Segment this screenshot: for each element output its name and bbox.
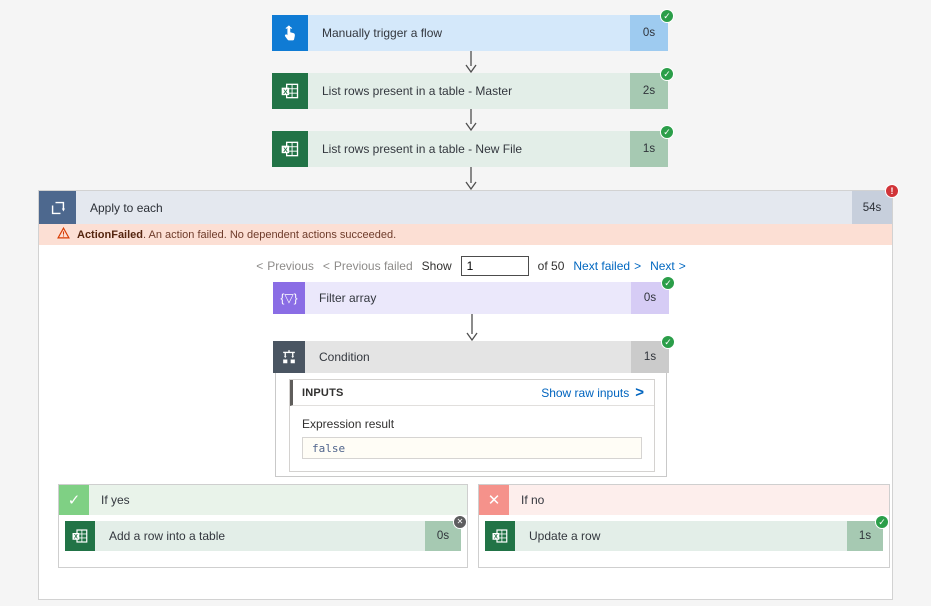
expression-result-label: Expression result: [302, 417, 395, 431]
next-failed-button[interactable]: Next failed >: [573, 259, 642, 273]
if-no-header[interactable]: ✕ If no: [479, 485, 889, 515]
apply-to-each-container: Apply to each 54s ! ActionFailed. An act…: [38, 184, 899, 600]
action-title: List rows present in a table - Master: [308, 73, 630, 109]
error-text: ActionFailed. An action failed. No depen…: [77, 229, 396, 241]
of-total-label: of 50: [537, 259, 565, 273]
chevron-left-icon: <: [322, 259, 330, 273]
condition-icon: [273, 341, 305, 373]
svg-text:X: X: [283, 89, 288, 96]
connector-arrow: [464, 109, 478, 136]
previous-button[interactable]: < Previous: [256, 259, 314, 273]
svg-text:X: X: [494, 534, 498, 540]
svg-text:X: X: [74, 534, 78, 540]
excel-icon: X: [272, 131, 308, 167]
next-button[interactable]: Next >: [650, 259, 686, 273]
error-message: . An action failed. No dependent actions…: [143, 228, 397, 241]
if-yes-branch: ✓ If yes X Add a row into a table 0s: [58, 484, 468, 568]
skipped-badge-icon: ✕: [453, 515, 467, 529]
manual-trigger-icon: [272, 15, 308, 51]
action-card-list-rows-master[interactable]: X List rows present in a table - Master …: [272, 67, 674, 109]
apply-to-each-duration: 54s: [852, 191, 892, 224]
excel-icon: X: [272, 73, 308, 109]
inputs-label: INPUTS: [302, 386, 344, 399]
action-card-update-a-row[interactable]: X Update a row 1s ✓: [485, 515, 889, 551]
success-badge-icon: ✓: [661, 335, 675, 349]
filter-array-title: Filter array: [305, 282, 631, 314]
previous-failed-button[interactable]: < Previous failed: [322, 259, 413, 273]
chevron-right-icon: >: [634, 259, 642, 273]
connector-arrow: [464, 51, 478, 78]
condition-title: Condition: [305, 341, 631, 373]
warning-triangle-icon: [57, 226, 70, 242]
inputs-card-body: Expression result false: [290, 406, 654, 471]
success-badge-icon: ✓: [660, 125, 674, 139]
if-no-branch: ✕ If no X Update a row 1s ✓: [478, 484, 890, 568]
if-yes-header[interactable]: ✓ If yes: [59, 485, 467, 515]
expression-result-value: false: [302, 437, 642, 459]
show-raw-inputs-link[interactable]: Show raw inputs >: [541, 384, 644, 401]
page-number-input[interactable]: [460, 256, 529, 276]
action-card-add-a-row[interactable]: X Add a row into a table 0s ✕: [65, 515, 467, 551]
error-banner: ActionFailed. An action failed. No depen…: [39, 224, 892, 245]
action-title: Add a row into a table: [95, 521, 425, 551]
iteration-pager: < Previous < Previous failed Show of 50 …: [256, 255, 686, 277]
trigger-title: Manually trigger a flow: [308, 15, 630, 51]
success-badge-icon: ✓: [660, 9, 674, 23]
action-title: List rows present in a table - New File: [308, 131, 630, 167]
chevron-left-icon: <: [256, 259, 264, 273]
excel-icon: X: [485, 521, 515, 551]
svg-text:X: X: [283, 147, 288, 154]
condition-inputs-card: INPUTS Show raw inputs > Expression resu…: [289, 379, 655, 472]
action-card-list-rows-new-file[interactable]: X List rows present in a table - New Fil…: [272, 125, 674, 167]
success-badge-icon: ✓: [660, 67, 674, 81]
success-badge-icon: ✓: [875, 515, 889, 529]
apply-to-each-title: Apply to each: [76, 191, 852, 224]
condition-card-body: INPUTS Show raw inputs > Expression resu…: [275, 373, 667, 477]
if-yes-title: If yes: [89, 485, 467, 515]
if-no-title: If no: [509, 485, 889, 515]
connector-arrow: [465, 314, 479, 346]
chevron-right-icon: >: [678, 259, 686, 273]
chevron-right-icon: >: [635, 384, 644, 401]
show-label: Show: [421, 259, 452, 273]
action-title: Update a row: [515, 521, 847, 551]
excel-icon: X: [65, 521, 95, 551]
error-code: ActionFailed: [77, 228, 144, 241]
check-icon: ✓: [59, 485, 89, 515]
filter-array-icon: {▽}: [273, 282, 305, 314]
connector-arrow: [464, 167, 478, 195]
condition-card-header[interactable]: Condition 1s ✓: [273, 335, 675, 373]
trigger-card-manually-trigger-a-flow[interactable]: Manually trigger a flow 0s ✓: [272, 9, 674, 51]
error-badge-icon: !: [885, 184, 899, 198]
apply-to-each-header[interactable]: Apply to each 54s !: [39, 184, 899, 224]
cross-icon: ✕: [479, 485, 509, 515]
inputs-card-header: INPUTS Show raw inputs >: [290, 380, 654, 406]
loop-icon: [39, 191, 76, 224]
success-badge-icon: ✓: [661, 276, 675, 290]
action-card-filter-array[interactable]: {▽} Filter array 0s ✓: [273, 276, 675, 314]
